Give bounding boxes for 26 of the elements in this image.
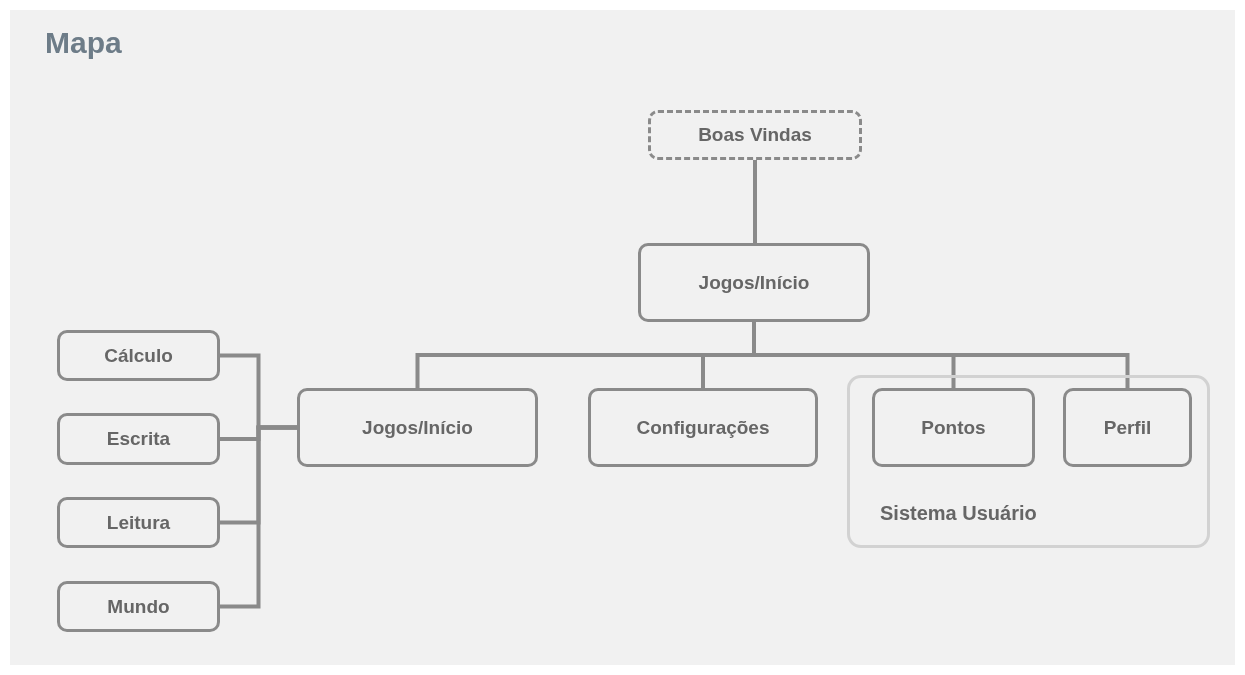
node-label: Configurações [636,416,770,439]
node-label: Escrita [106,428,171,450]
connector-line [752,322,1130,388]
group-label: Sistema Usuário [880,502,1037,525]
node-label: Pontos [921,416,986,439]
group-panel [847,375,1210,548]
page-box [57,497,220,548]
diagram-title: Mapa [45,26,122,60]
page-box [57,581,220,632]
dashed-box [648,110,862,160]
node-label: Cálculo [104,344,173,367]
page-box [57,330,220,381]
node-label: Leitura [106,511,171,534]
node-label: Boas Vindas [698,124,812,146]
connector-line [753,160,757,243]
connector-line [220,425,297,609]
page-box [57,413,220,465]
node-label: Perfil [1103,416,1152,439]
node-label: Jogos/Início [362,416,473,439]
node-label: Jogos/Início [698,271,810,294]
page-box [1063,388,1192,467]
page-box [297,388,538,467]
page-box [872,388,1035,467]
page-box [588,388,818,467]
page-box [638,243,870,322]
node-label: Mundo [107,595,170,618]
